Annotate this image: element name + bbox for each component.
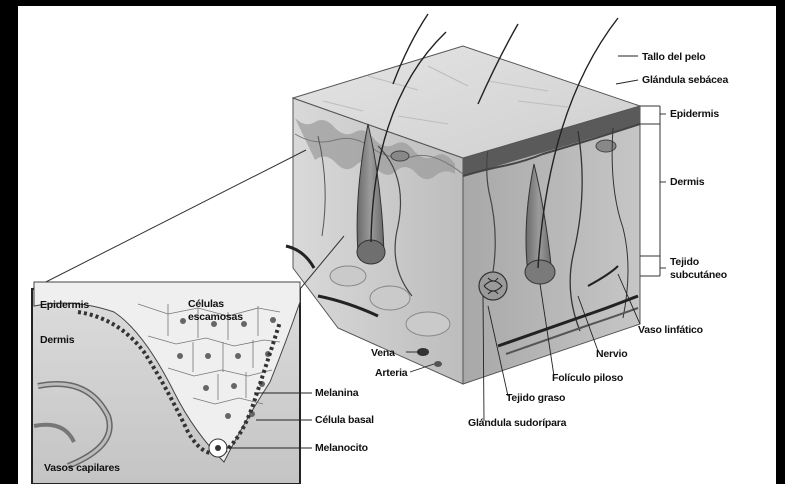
label-melanocyte: Melanocito <box>315 442 368 454</box>
label-sebaceous-gland: Glándula sebácea <box>642 74 728 86</box>
diagram-frame: Tallo del pelo Glándula sebácea Epidermi… <box>18 6 776 484</box>
label-hair-follicle: Folículo piloso <box>552 372 623 384</box>
label-subcutaneous-2: subcutáneo <box>670 269 727 281</box>
inset-label-dermis: Dermis <box>40 334 74 346</box>
label-epidermis: Epidermis <box>670 108 719 120</box>
inset-label-squamous-2: escamosas <box>188 311 243 323</box>
label-fat-tissue: Tejido graso <box>506 392 565 404</box>
label-hair-shaft: Tallo del pelo <box>642 51 706 63</box>
label-basal-cell: Célula basal <box>315 414 374 426</box>
label-subcutaneous-1: Tejido <box>670 256 699 268</box>
inset-label-squamous-1: Células <box>188 298 224 310</box>
label-sweat-gland: Glándula sudorípara <box>468 417 566 429</box>
label-melanin: Melanina <box>315 387 358 399</box>
label-nerve: Nervio <box>596 348 627 360</box>
inset-label-epidermis: Epidermis <box>40 299 89 311</box>
label-lymph-vessel: Vaso linfático <box>638 324 703 336</box>
label-dermis: Dermis <box>670 176 704 188</box>
inset-magnification <box>32 282 300 484</box>
layer-bracket <box>640 106 660 276</box>
label-artery: Arteria <box>375 367 407 379</box>
label-vein: Vena <box>371 347 395 359</box>
inset-label-capillaries: Vasos capilares <box>44 462 120 474</box>
